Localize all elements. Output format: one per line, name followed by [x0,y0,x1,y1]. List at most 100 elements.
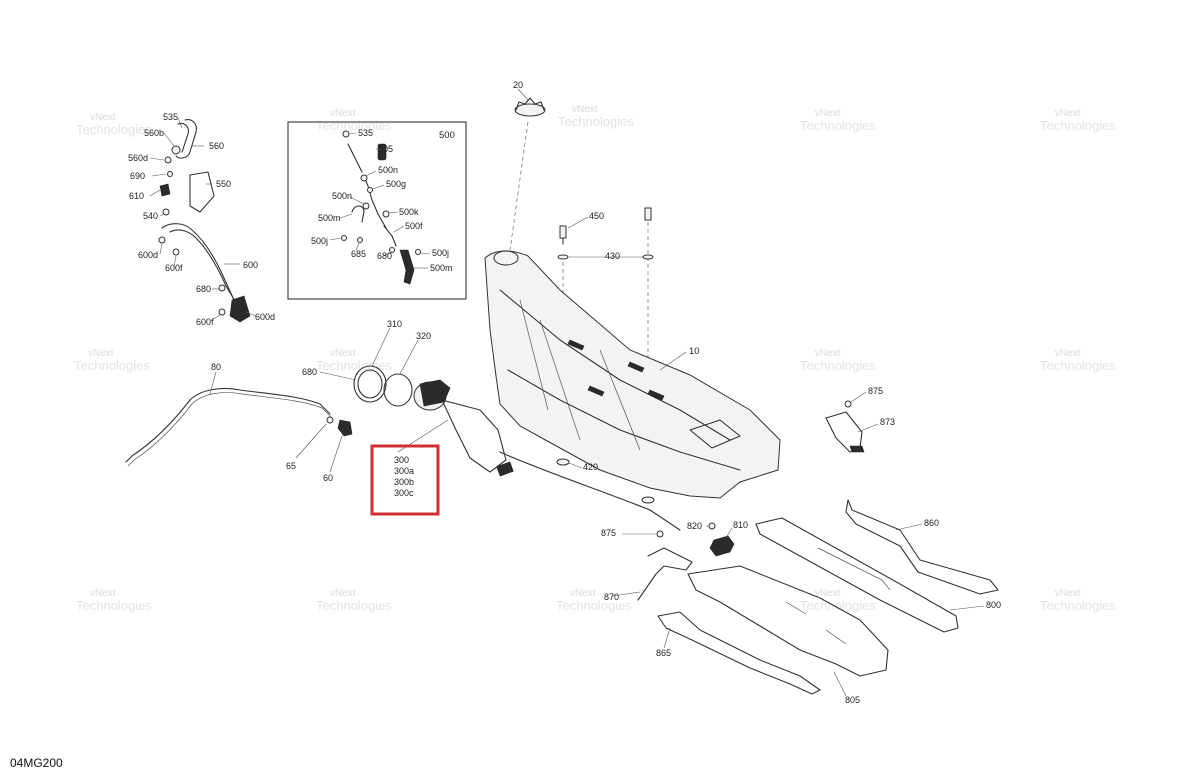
callout-430: 430 [605,251,620,261]
clamp-500n-b [362,202,370,210]
fuel-cap-20: 20 [509,80,546,251]
svg-text:vNext: vNext [572,104,598,115]
callout-420: 420 [583,462,598,472]
svg-text:vNext: vNext [330,348,356,359]
clamp-500k [382,210,390,218]
callout-860: 860 [924,518,939,528]
fuel-tank-10: 10 420 [484,250,781,504]
clamp-500n [360,174,368,182]
callout-685: 685 [351,249,366,259]
inset-500: 500 535 505 500n 500g 500n 500k [287,121,467,300]
clamp-560d [164,156,172,164]
bracket-873: 875 873 [825,386,895,453]
bracket-550 [189,171,215,213]
svg-text:vNext: vNext [88,348,114,359]
callout-500m: 500m [318,213,341,223]
svg-text:vNext: vNext [1055,108,1081,119]
clamp-680 [389,247,395,253]
callout-680: 680 [377,251,392,261]
callout-680: 680 [302,367,317,377]
svg-text:vNext: vNext [330,588,356,599]
callout-60: 60 [323,473,333,483]
clamp-600f-upper [172,248,180,256]
callout-505: 505 [378,144,393,154]
svg-text:vNext: vNext [815,348,841,359]
callout-500j: 500j [311,236,328,246]
vent-line [363,175,387,229]
tee-500m [351,205,365,223]
callout-600f: 600f [165,263,183,273]
svg-text:Technologies: Technologies [316,598,392,613]
svg-text:Technologies: Technologies [316,118,392,133]
clamp-535 [342,130,350,138]
svg-text:vNext: vNext [90,112,116,123]
svg-text:vNext: vNext [815,108,841,119]
callout-610: 610 [129,191,144,201]
hose-600-outer [169,229,239,307]
callout-500n: 500n [332,191,352,201]
inset-label-500: 500 [439,130,455,141]
callout-300a: 300a [394,466,414,476]
highlighted-callout-300[interactable]: 300 300a 300b 300c [370,419,449,516]
callout-80: 80 [211,362,221,372]
grommet-505 [377,143,387,161]
callout-320: 320 [416,331,431,341]
callout-500g: 500g [386,179,406,189]
fitting-500g [367,187,373,193]
svg-text:vNext: vNext [1055,588,1081,599]
inset-frame [287,121,467,300]
diagram-code: 04MG200 [10,756,63,770]
callout-600d: 600d [138,250,158,260]
callout-300: 300 [394,455,409,465]
callout-873: 873 [880,417,895,427]
svg-text:Technologies: Technologies [558,114,634,129]
clamp-500j-b [415,249,421,255]
strap-865: 865 [656,611,821,695]
svg-text:Technologies: Technologies [76,598,152,613]
fuel-line-80: 80 65 60 [125,362,353,483]
callout-500j: 500j [432,248,449,258]
callout-870: 870 [604,592,619,602]
callout-600d: 600d [255,312,275,322]
callout-535: 535 [358,128,373,138]
callout-820: 820 [687,521,702,531]
svg-text:vNext: vNext [330,108,356,119]
callout-500n: 500n [378,165,398,175]
svg-text:Technologies: Technologies [74,358,150,373]
hose-vent [347,143,363,173]
svg-text:vNext: vNext [1055,348,1081,359]
callout-560d: 560d [128,153,148,163]
callout-535: 535 [163,112,178,122]
fuel-pump-300: 310 320 680 [302,319,681,531]
clamp-600d [158,236,166,244]
clamp-680 [218,284,226,292]
callout-800: 800 [986,600,1001,610]
elbow-600d [229,295,251,323]
callout-805: 805 [845,695,860,705]
hose-560-inner [177,122,189,153]
highlight-box [370,444,440,516]
clamp-500j [341,235,347,241]
svg-text:Technologies: Technologies [316,358,392,373]
bracket-870: 875 870 [601,528,693,602]
callout-600: 600 [243,260,258,270]
callout-500m: 500m [430,263,453,273]
hose-560 [175,119,197,159]
callout-560b: 560b [144,128,164,138]
svg-text:Technologies: Technologies [800,598,876,613]
svg-text:Technologies: Technologies [800,118,876,133]
clamp-600f-lower [218,308,226,316]
heat-shield-805: 805 [687,565,889,705]
callout-500f: 500f [405,221,423,231]
svg-text:Technologies: Technologies [1040,358,1116,373]
